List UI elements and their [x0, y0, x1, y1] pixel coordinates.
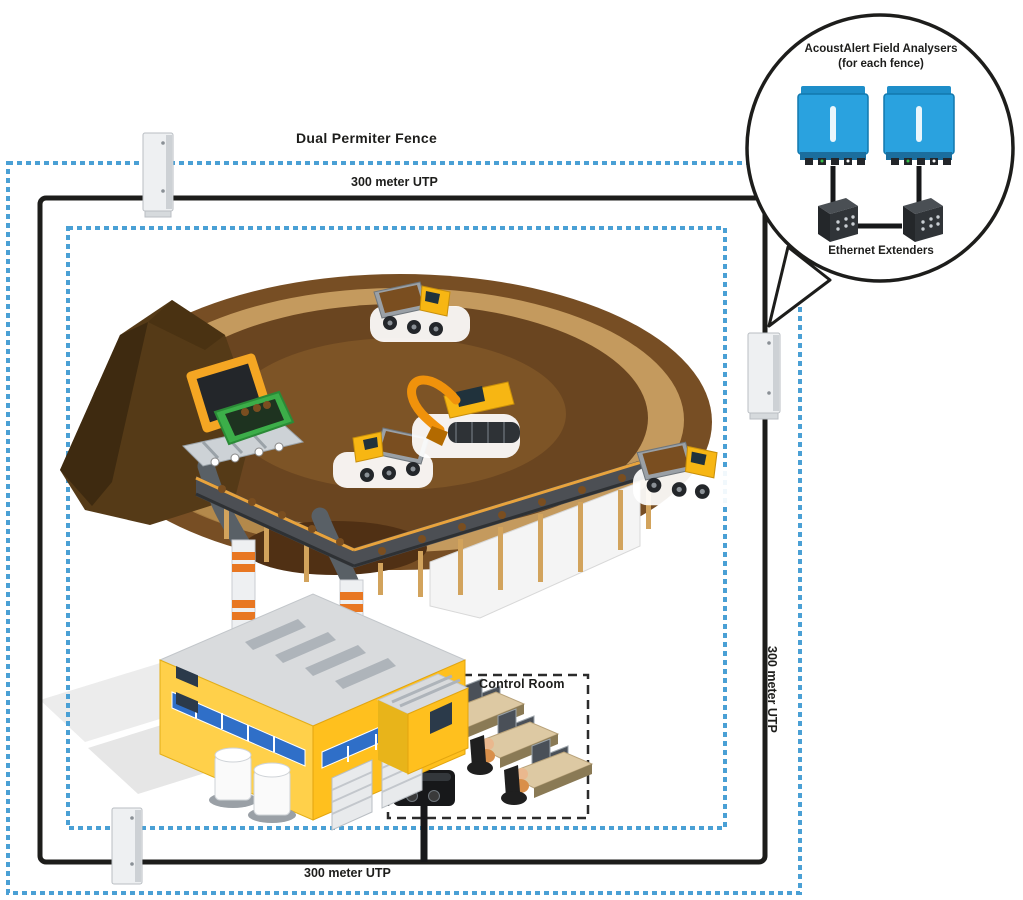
workstation-icon	[501, 738, 594, 805]
field-analyser-icon	[883, 86, 955, 165]
storage-tank-icon	[209, 747, 296, 823]
callout-bubble	[745, 13, 1015, 328]
ethernet-extenders-label: Ethernet Extenders	[828, 245, 934, 257]
control-room-label: Control Room	[479, 677, 565, 691]
excavator-icon	[407, 375, 520, 458]
utp-right-label: 300 meter UTP	[765, 646, 779, 733]
crusher-icon	[182, 353, 305, 467]
utp-cable-loop	[37, 195, 768, 865]
inner-perimeter-fence	[66, 226, 727, 830]
dual-perimeter-fence-label: Dual Permiter Fence	[296, 130, 438, 146]
conveyor-icon	[195, 455, 659, 619]
fence-sensor-icon-top	[142, 132, 174, 218]
ethernet-extender-icon	[903, 198, 943, 242]
field-analyser-icon	[797, 86, 869, 165]
processing-plant-icon	[158, 593, 470, 831]
callout-title-line2: (for each fence)	[838, 58, 924, 70]
utp-top-label: 300 meter UTP	[351, 175, 438, 189]
fence-sensor-icon-right	[747, 332, 781, 420]
ethernet-extender-icon	[818, 198, 858, 242]
callout-title-line1: AcoustAlert Field Analysers	[804, 43, 958, 55]
outer-perimeter-fence	[6, 161, 802, 895]
fence-sensor-icon-bottom	[111, 807, 143, 885]
utp-bottom-label: 300 meter UTP	[304, 866, 391, 880]
dump-truck-icon-right	[632, 441, 739, 506]
